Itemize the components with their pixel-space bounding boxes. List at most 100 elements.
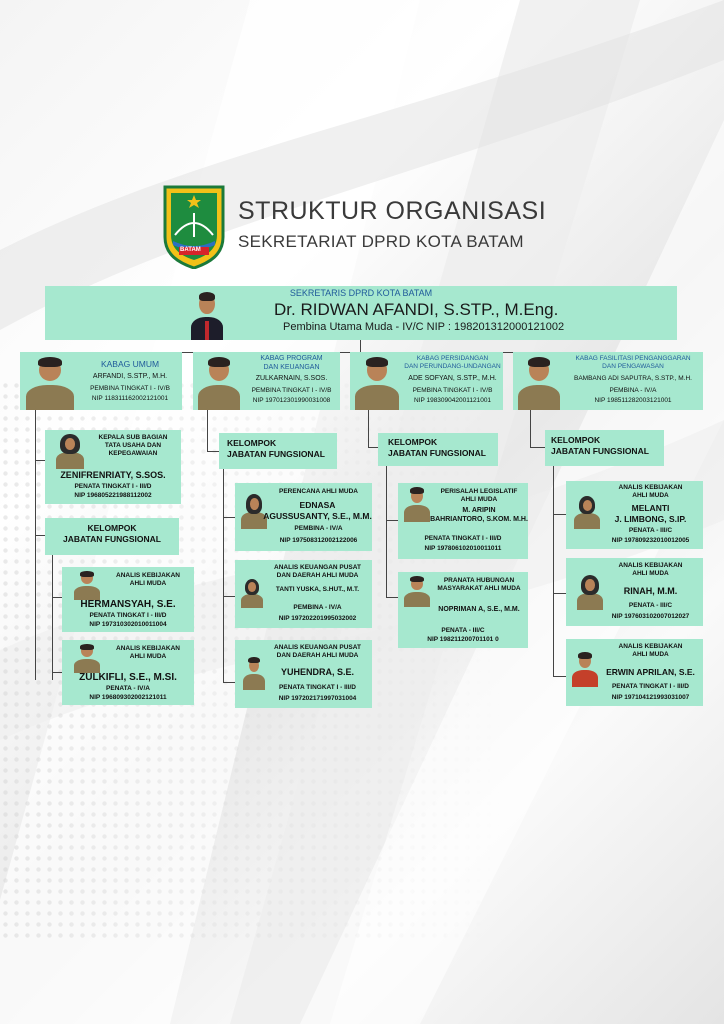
staff-card: PERISALAH LEGISLATIF AHLI MUDA M. ARIPIN… (398, 483, 528, 559)
staff-card: PRANATA HUBUNGAN MASYARAKAT AHLI MUDA NO… (398, 572, 528, 648)
connector (207, 451, 219, 452)
head-rank: Pembina Utama Muda - IV/C NIP : 19820131… (283, 321, 565, 333)
staff-title: ANALIS KEBIJAKAN AHLI MUDA (618, 562, 683, 578)
kabag-name: BAMBANG ADI SAPUTRA, S.STP., M.H. (574, 375, 692, 382)
staff-title: ANALIS KEBIJAKAN AHLI MUDA (116, 572, 180, 588)
kabag-title: KABAG FASILITASI PENGANGGARAN DAN PENGAW… (575, 355, 691, 371)
staff-title: PRANATA HUBUNGAN MASYARAKAT AHLI MUDA (437, 577, 521, 593)
staff-card: PERENCANA AHLI MUDA EDNASA AGUSSUSANTY, … (235, 483, 372, 551)
page-subtitle: SEKRETARIAT DPRD KOTA BATAM (238, 232, 524, 251)
head-photo (188, 290, 226, 340)
staff-rank: PENATA TINGKAT I - III/D (278, 684, 357, 691)
connector (553, 593, 566, 594)
logo-text: BATAM (180, 247, 201, 253)
connector (368, 447, 378, 448)
page-title: STRUKTUR ORGANISASI (238, 197, 547, 225)
connector (553, 676, 566, 677)
photo (239, 578, 265, 608)
staff-card: ANALIS KEBIJAKAN AHLI MUDA MELANTI J. LI… (566, 481, 703, 549)
photo (241, 656, 267, 690)
staff-card: ANALIS KEBIJAKAN AHLI MUDA RINAH, M.M. P… (566, 558, 703, 626)
staff-nip: NIP 197809232010012005 (611, 537, 690, 544)
kabag-card-persidangan: KABAG PERSIDANGAN DAN PERUNDANG-UNDANGAN… (350, 352, 503, 410)
kabag-title: KABAG PERSIDANGAN DAN PERUNDANG-UNDANGAN (404, 355, 501, 371)
staff-rank: PEMBINA - IV/A (293, 604, 342, 611)
kelompok-label-program: KELOMPOK JABATAN FUNGSIONAL (219, 433, 337, 469)
staff-nip: NIP 197104121993031007 (611, 694, 690, 701)
connector (360, 340, 361, 352)
connector (223, 517, 235, 518)
staff-name: M. ARIPIN BAHRIANTORO, S.KOM. M.H. (430, 507, 528, 523)
staff-name: YUHENDRA, S.E. (280, 667, 354, 677)
staff-name: RINAH, M.M. (623, 586, 678, 596)
kabag-name: ADE SOFYAN, S.STP., M.H. (408, 375, 497, 382)
connector (223, 469, 224, 683)
subbag-nip: NIP 196805221988112002 (74, 492, 152, 499)
staff-rank: PENATA - III/C (628, 527, 673, 534)
kelompok-label-persidangan: KELOMPOK JABATAN FUNGSIONAL (378, 433, 498, 466)
staff-title: ANALIS KEUANGAN PUSAT DAN DAERAH AHLI MU… (274, 644, 361, 660)
staff-rank: PEMBINA - IV/A (294, 525, 343, 532)
subbag-name: ZENIFRENRIATY, S.SOS. (60, 470, 166, 480)
connector (368, 410, 369, 448)
kelompok-label-fasilitasi: KELOMPOK JABATAN FUNGSIONAL (545, 430, 664, 466)
kabag-name: ZULKARNAIN, S.SOS. (255, 375, 328, 382)
kabag-rank: PEMBINA TINGKAT I - IV/B (412, 387, 493, 394)
staff-nip: NIP 197202171997031004 (278, 695, 357, 702)
kelompok-label: KELOMPOK JABATAN FUNGSIONAL (388, 437, 486, 458)
kabag-name: ARFANDI, S.STP., M.H. (92, 373, 168, 380)
staff-title: PERISALAH LEGISLATIF AHLI MUDA (440, 488, 518, 504)
connector (386, 466, 387, 598)
photo (574, 574, 606, 610)
kelompok-label: KELOMPOK JABATAN FUNGSIONAL (227, 438, 325, 459)
staff-title: ANALIS KEBIJAKAN AHLI MUDA (618, 643, 683, 659)
staff-rank: PENATA TINGKAT I - III/D (611, 683, 690, 690)
photo (22, 355, 78, 410)
staff-rank: PENATA - IV/A (106, 685, 150, 692)
photo (53, 433, 87, 469)
subbag-card: KEPALA SUB BAGIAN TATA USAHA DAN KEPEGAW… (45, 430, 181, 504)
subbag-title: KEPALA SUB BAGIAN TATA USAHA DAN KEPEGAW… (98, 434, 168, 458)
photo (402, 575, 432, 607)
staff-card: ANALIS KEUANGAN PUSAT DAN DAERAH AHLI MU… (235, 640, 372, 708)
connector (553, 514, 566, 515)
staff-title: ANALIS KEBIJAKAN AHLI MUDA (116, 645, 180, 661)
staff-card: ANALIS KEBIJAKAN AHLI MUDA HERMANSYAH, S… (62, 567, 194, 632)
photo (570, 651, 600, 687)
connector (530, 447, 545, 448)
connector (35, 460, 45, 461)
connector (52, 597, 62, 598)
staff-title: ANALIS KEUANGAN PUSAT DAN DAERAH AHLI MU… (274, 564, 361, 580)
staff-name: NOPRIMAN A, S.E., M.M. (438, 606, 520, 613)
staff-name: ERWIN APRILAN, S.E. (606, 667, 695, 677)
staff-nip: NIP 197310302010011004 (89, 621, 167, 628)
kelompok-label-umum: KELOMPOK JABATAN FUNGSIONAL (45, 518, 179, 555)
photo (351, 355, 403, 410)
kabag-card-umum: KABAG UMUM ARFANDI, S.STP., M.H. PEMBINA… (20, 352, 182, 410)
batam-logo-icon (163, 185, 225, 269)
connector (386, 597, 398, 598)
kelompok-label: KELOMPOK JABATAN FUNGSIONAL (551, 435, 649, 456)
staff-rank: PENATA TINGKAT I - III/D (89, 612, 167, 619)
photo (72, 643, 102, 673)
staff-nip: NIP 197508312002122006 (279, 537, 358, 544)
staff-name: ZULKIFLI, S.E., M.SI. (79, 672, 177, 683)
kabag-nip: NIP 118311162002121001 (91, 395, 169, 402)
staff-nip: NIP 197603102007012027 (611, 613, 690, 620)
kabag-nip: NIP 197012301990031008 (252, 397, 331, 404)
staff-card: ANALIS KEUANGAN PUSAT DAN DAERAH AHLI MU… (235, 560, 372, 628)
photo (194, 355, 244, 410)
connector (553, 466, 554, 677)
staff-rank: PENATA - III/C (441, 627, 485, 634)
head-card: SEKRETARIS DPRD KOTA BATAM Dr. RIDWAN AF… (45, 286, 677, 340)
connector (35, 535, 45, 536)
staff-card: ANALIS KEBIJAKAN AHLI MUDA ERWIN APRILAN… (566, 639, 703, 706)
kabag-nip: NIP 198309042001121001 (413, 397, 492, 404)
kabag-rank: PEMBINA - IV/A (609, 387, 657, 394)
kabag-rank: PEMBINA TINGKAT I - IV/B (251, 387, 332, 394)
staff-rank: PENATA - III/C (628, 602, 673, 609)
connector (386, 520, 398, 521)
staff-nip: NIP 197806102010011011 (424, 545, 502, 552)
subbag-rank: PENATA TINGKAT I - III/D (74, 483, 152, 490)
staff-name: EDNASA AGUSSUSANTY, S.E., M.M. (263, 500, 372, 521)
